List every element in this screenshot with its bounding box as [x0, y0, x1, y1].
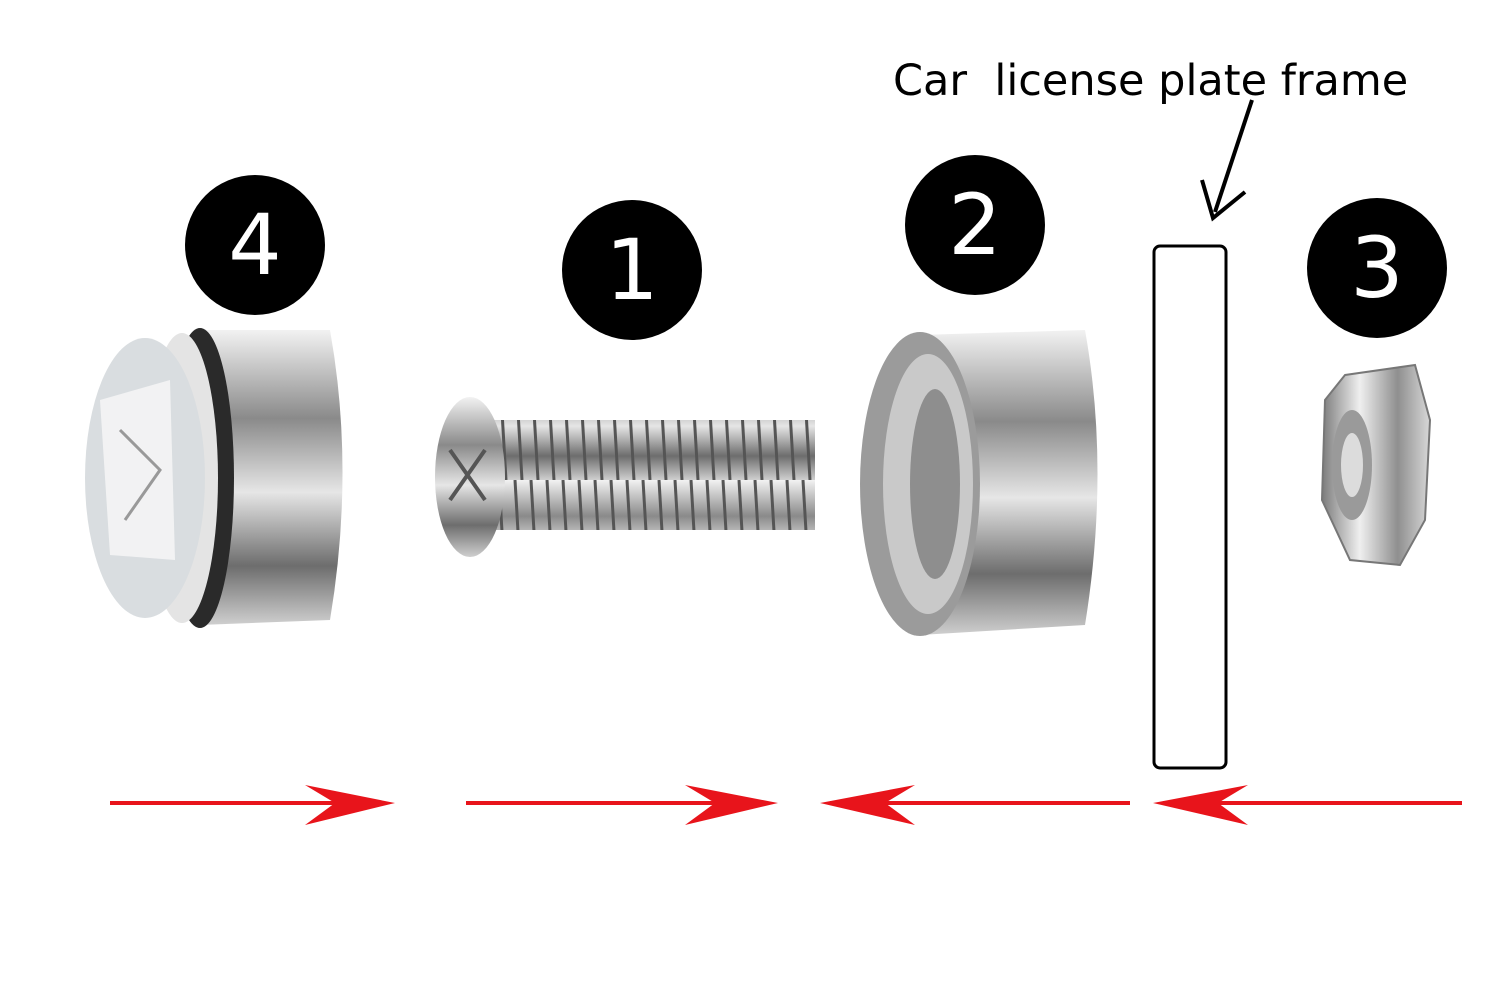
- step-badge-3: 3: [1307, 198, 1447, 338]
- step-number: 2: [948, 176, 1001, 274]
- screw-part: [435, 397, 815, 557]
- step-badge-1: 1: [562, 200, 702, 340]
- step-badge-4: 4: [185, 175, 325, 315]
- step-number: 1: [605, 221, 658, 319]
- arrow-left-1: [820, 785, 1130, 825]
- arrow-right-2: [466, 785, 778, 825]
- plate-frame-label: Car license plate frame: [893, 56, 1408, 106]
- cap-base-part: [860, 330, 1098, 636]
- arrow-left-2: [1153, 785, 1462, 825]
- license-plate-frame: [1152, 244, 1228, 770]
- step-badge-2: 2: [905, 155, 1045, 295]
- decorative-cap-part: [85, 328, 343, 628]
- step-number: 4: [228, 196, 281, 294]
- arrow-right-1: [110, 785, 395, 825]
- step-number: 3: [1350, 219, 1403, 317]
- label-pointer-arrow: [1200, 99, 1254, 222]
- hex-nut-part: [1320, 363, 1432, 567]
